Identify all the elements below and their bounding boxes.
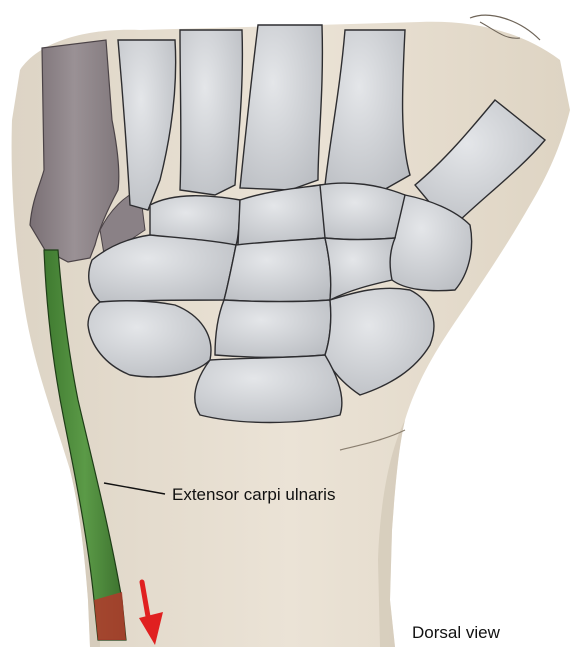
lunate-lower xyxy=(215,300,331,357)
distal-radius-notch xyxy=(195,355,342,423)
tendon-bleed xyxy=(94,592,126,640)
trapezoid xyxy=(320,183,407,239)
metacarpal-4 xyxy=(180,30,242,195)
tendon-label: Extensor carpi ulnaris xyxy=(172,486,335,503)
lunate xyxy=(224,238,331,302)
view-label: Dorsal view xyxy=(412,624,500,641)
